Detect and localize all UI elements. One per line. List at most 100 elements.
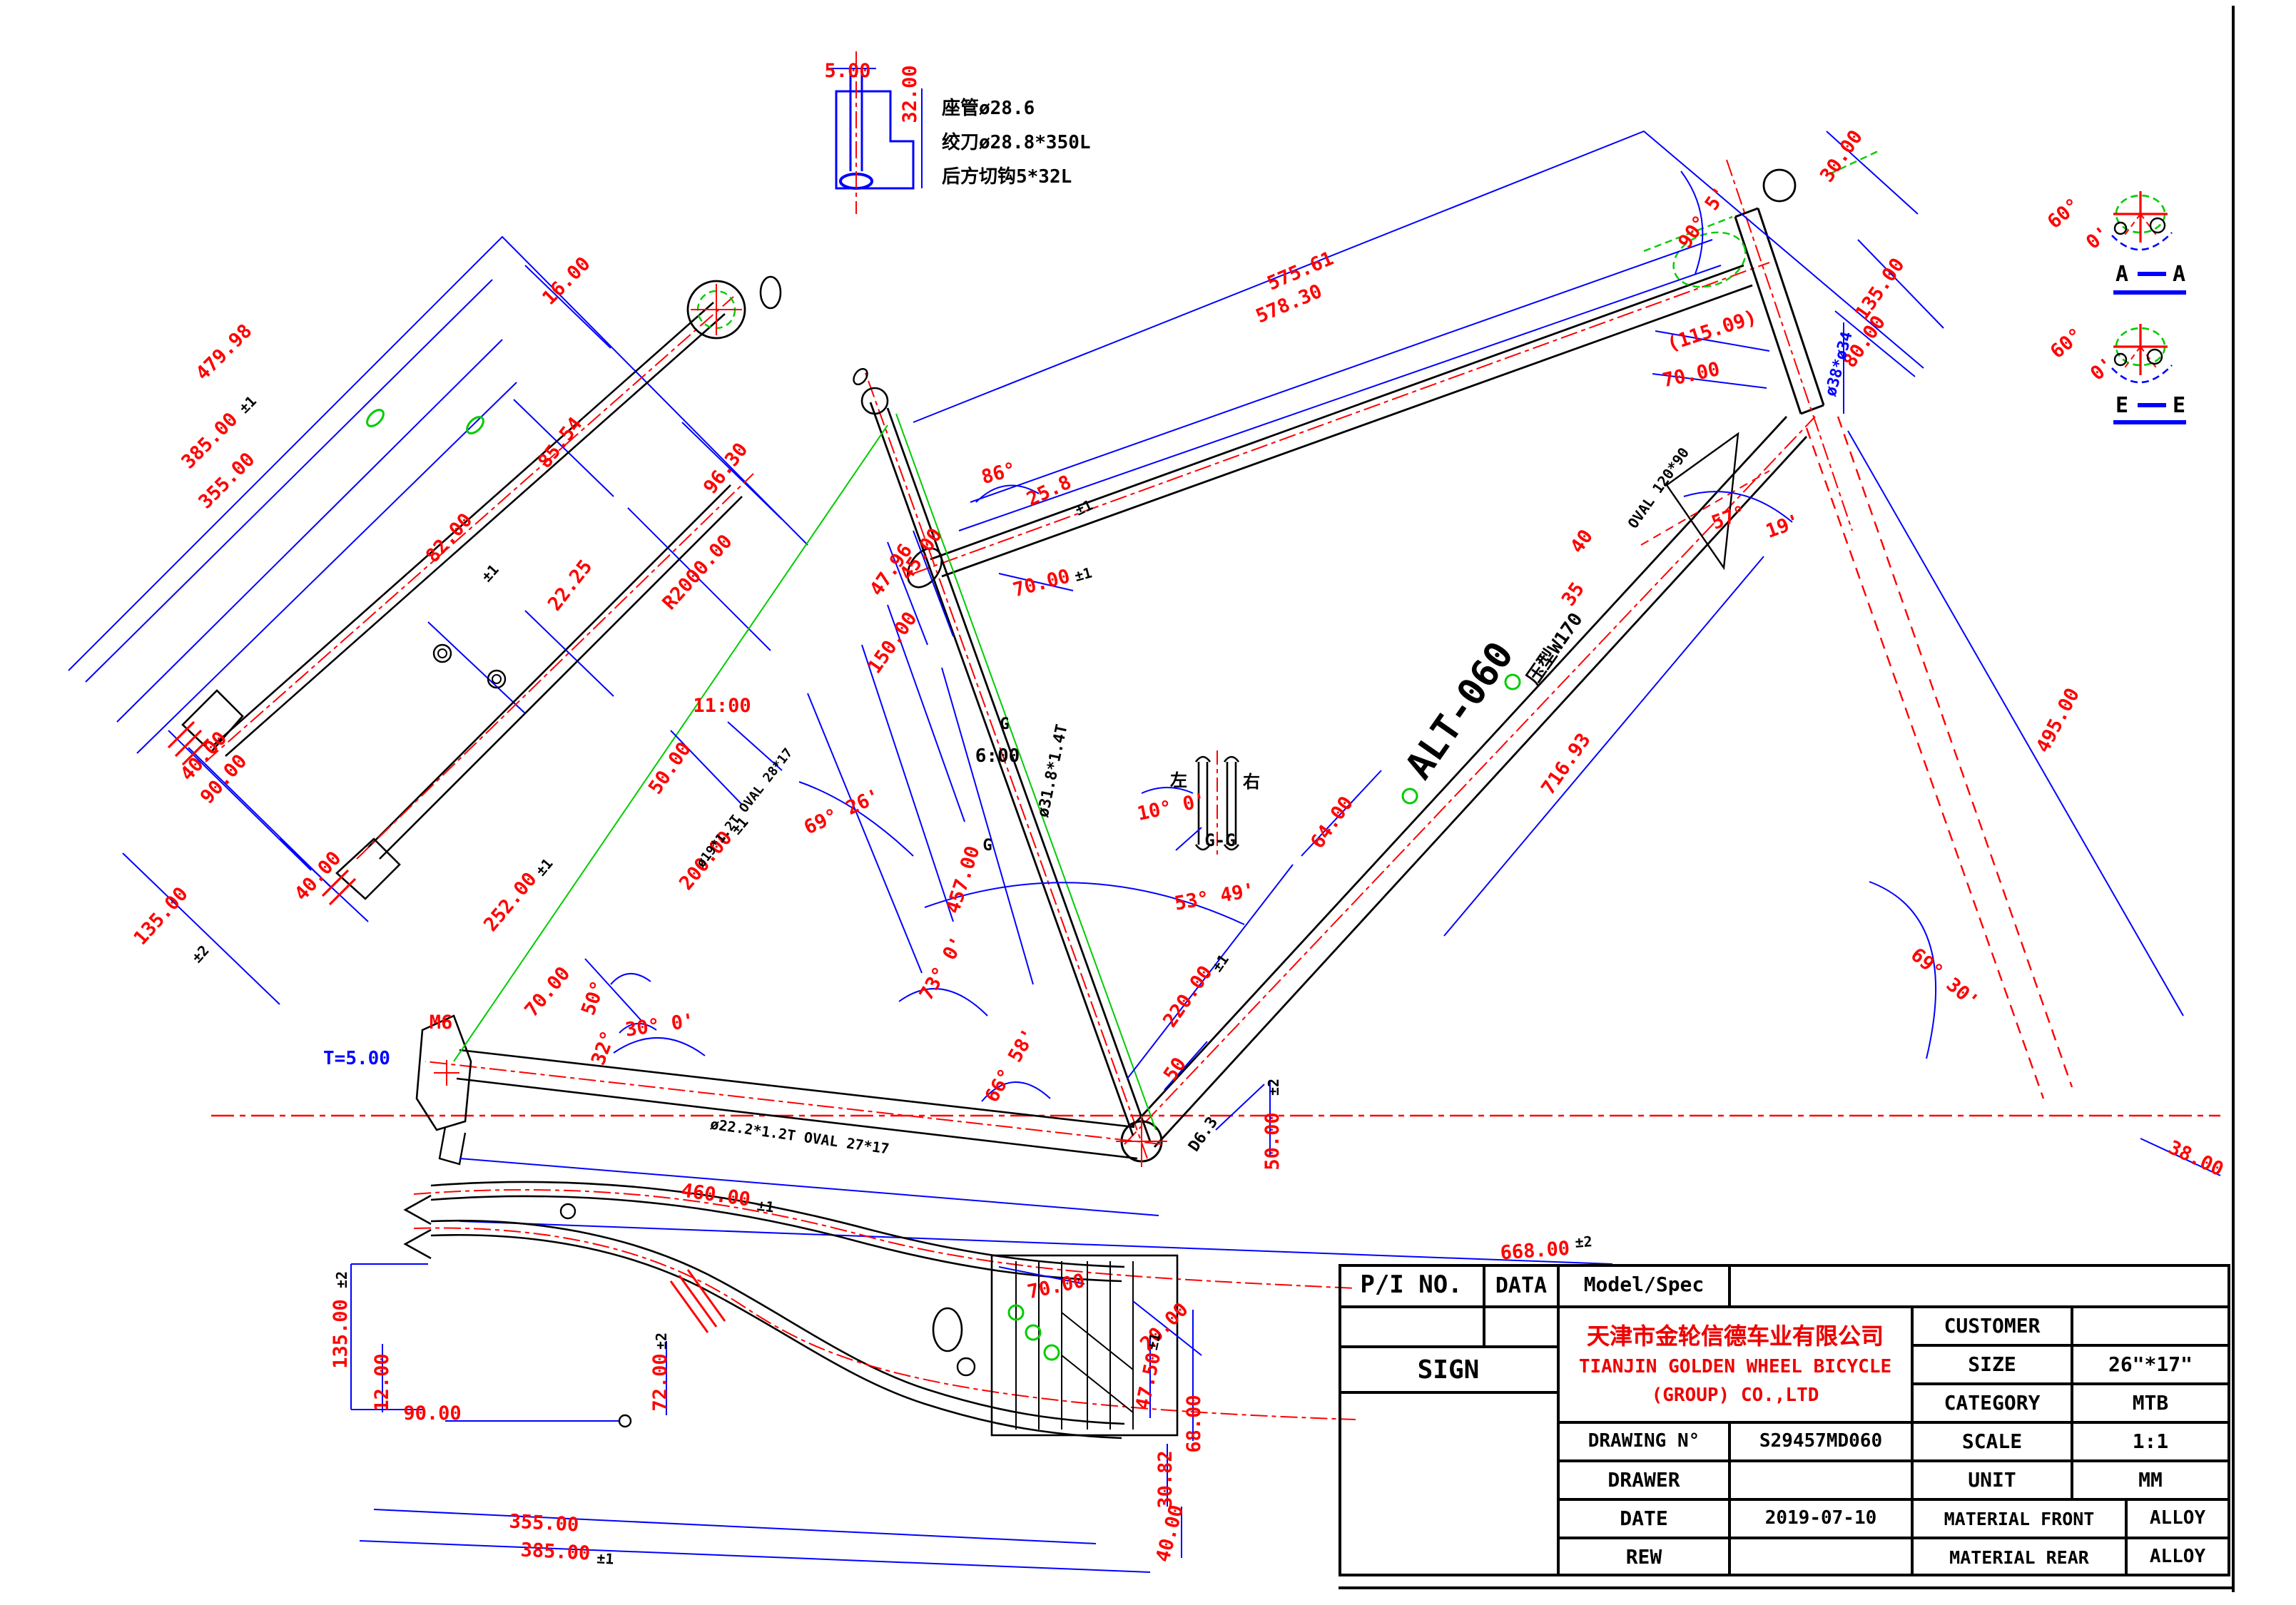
dimension-label: 220.00: [1159, 962, 1216, 1031]
dimension-label: G: [982, 837, 992, 855]
dimension-label: G-G: [1204, 830, 1235, 850]
rear-stay-view: [68, 235, 808, 1005]
category-label: CATEGORY: [1912, 1384, 2072, 1422]
dimension-label: 6:00: [975, 745, 1020, 767]
dimension-label: 32°: [587, 1028, 620, 1068]
dimension-label: A: [2115, 262, 2128, 287]
dimension-label: ±1: [1144, 1331, 1164, 1352]
scale-value: 1:1: [2072, 1422, 2229, 1461]
dimension-label: A: [2173, 262, 2185, 287]
dimension-label: E: [2173, 393, 2185, 418]
sheet-border: [1339, 6, 2235, 1592]
drawer-value: [1729, 1461, 1912, 1499]
data-header: DATA: [1484, 1264, 1558, 1307]
rew-value: [1729, 1538, 1912, 1576]
dimension-label: ±1: [478, 561, 502, 585]
dimension-label: 385.00: [520, 1539, 591, 1564]
dimension-label: 5.00: [824, 60, 870, 82]
dimension-label: 30.00: [1816, 126, 1867, 186]
rew-label: REW: [1558, 1538, 1729, 1576]
pi-no-value: [1339, 1307, 1484, 1347]
size-value: 26"*17": [2072, 1345, 2229, 1384]
customer-label: CUSTOMER: [1912, 1307, 2072, 1345]
dimension-label: 70.00: [1011, 565, 1073, 601]
customer-value: [2072, 1307, 2229, 1345]
size-label: SIZE: [1912, 1345, 2072, 1384]
dimension-label: (115.09): [1665, 306, 1759, 356]
dimension-label: M6: [430, 1012, 453, 1034]
dimension-label: 11:00: [693, 695, 751, 717]
dimension-label: 66° 58': [981, 1025, 1041, 1106]
dimension-label: 12.00: [371, 1353, 393, 1411]
dimension-label: ±2: [653, 1333, 670, 1350]
dimension-label: 90° 5': [1674, 183, 1732, 253]
dimension-label: R2000.00: [659, 531, 737, 614]
section-e-e: [2111, 324, 2186, 424]
dimension-label: T=5.00: [323, 1048, 390, 1069]
dimension-label: ±1: [596, 1549, 614, 1567]
fork-view: [350, 1181, 1356, 1573]
dimension-label: 73° 0': [915, 933, 970, 1004]
unit-label: UNIT: [1912, 1461, 2072, 1499]
dimension-label: 60°: [2046, 324, 2087, 363]
dimension-label: 716.93: [1537, 729, 1595, 799]
dimension-label: 252.00: [479, 868, 541, 936]
dimension-label: ±1: [532, 855, 557, 880]
unit-value: MM: [2072, 1461, 2229, 1499]
data-value: [1484, 1307, 1558, 1347]
dimension-label: 68.00: [1183, 1395, 1205, 1452]
dimension-label: 50: [1159, 1054, 1191, 1085]
company-name-en2: (GROUP) CO.,LTD: [1651, 1385, 1819, 1406]
dimension-label: ø22.2*1.2T OVAL 27*17: [709, 1116, 890, 1158]
dimension-label: ±2: [1265, 1079, 1282, 1096]
dimension-label: ø31.8*1.4T: [1035, 723, 1072, 819]
dimension-label: E: [2115, 393, 2128, 418]
date-value: 2019-07-10: [1729, 1499, 1912, 1538]
sign-cell: SIGN: [1339, 1347, 1558, 1392]
company-name-cn: 天津市金轮信德车业有限公司: [1586, 1323, 1884, 1350]
dimension-label: 460.00: [680, 1179, 752, 1211]
dimension-label: 座管ø28.6: [942, 97, 1035, 119]
dimension-label: 32.00: [899, 65, 921, 123]
dimension-label: 72.00: [649, 1353, 671, 1411]
section-g-g: [1175, 750, 1240, 859]
dimension-label: 左: [1170, 770, 1187, 790]
dimension-label: 135.00: [330, 1299, 352, 1369]
dimension-label: ±2: [188, 942, 213, 966]
dimension-label: 70.00: [520, 962, 574, 1021]
dimension-label: 右: [1243, 772, 1260, 792]
section-a-a: [2111, 191, 2186, 295]
dimension-label: 70.00: [1660, 358, 1722, 392]
material-rear-label: MATERIAL REAR: [1912, 1538, 2126, 1576]
dimension-label: 495.00: [2032, 685, 2084, 757]
model-spec-header: Model/Spec: [1558, 1264, 1729, 1307]
pi-no-header: P/I NO.: [1339, 1264, 1484, 1307]
dimension-label: 90.00: [403, 1402, 461, 1425]
material-front-label: MATERIAL FRONT: [1912, 1499, 2126, 1538]
dimension-label: ±2: [1575, 1233, 1593, 1251]
dimension-label: 50.00: [644, 738, 696, 798]
dimension-label: ALT-060: [1398, 634, 1523, 787]
dimension-label: ø19*1.2T OVAL 28*17: [694, 745, 796, 870]
dimension-label: 86°: [979, 459, 1018, 489]
main-frame-view: [211, 130, 2221, 1265]
company-name-en: TIANJIN GOLDEN WHEEL BICYCLE: [1578, 1357, 1892, 1378]
dimension-label: 50.00: [1261, 1112, 1284, 1170]
dimension-label: 457.00: [942, 843, 985, 916]
material-front-value: ALLOY: [2126, 1499, 2229, 1538]
drawer-label: DRAWER: [1558, 1461, 1729, 1499]
drawing-no-label: DRAWING N°: [1558, 1422, 1729, 1461]
dimension-label: ±1: [1072, 496, 1095, 519]
dimension-label: 压型W170: [1523, 609, 1587, 688]
dimension-label: 50°: [577, 978, 610, 1018]
dimension-label: 69° 26': [801, 785, 883, 839]
seat-tube-detail: [828, 51, 923, 214]
dimension-label: ±2: [333, 1271, 350, 1288]
dimension-label: 355.00: [509, 1510, 579, 1536]
dimension-label: ±1: [756, 1197, 775, 1216]
dimension-label: 30.82: [1154, 1450, 1177, 1508]
scale-label: SCALE: [1912, 1422, 2072, 1461]
dimension-label: 60°: [2043, 194, 2084, 233]
dimension-label: OVAL 120*90: [1624, 444, 1692, 531]
